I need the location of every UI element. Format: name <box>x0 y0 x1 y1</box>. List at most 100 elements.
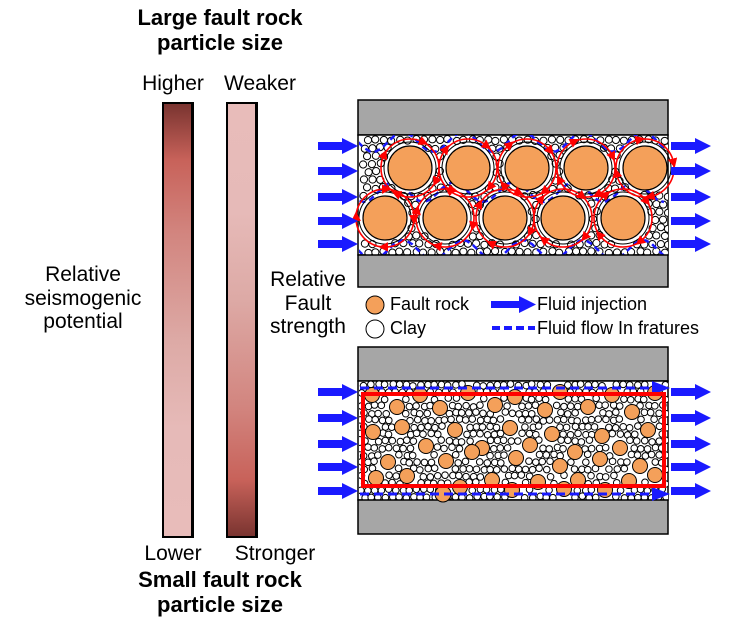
clay-particle <box>632 437 641 445</box>
clay-particle <box>521 409 530 418</box>
fault-rock-particle <box>624 404 640 420</box>
clay-particle <box>660 136 668 146</box>
clay-particle <box>476 429 484 438</box>
clay-halo <box>536 191 590 245</box>
clay-particle <box>574 429 582 438</box>
bottom-title-line1: Small fault rock <box>138 567 302 592</box>
clay-particle <box>514 437 522 445</box>
clay-particle <box>420 458 429 467</box>
clay-particle <box>520 494 529 500</box>
fault-strength-caption-line1: Relative <box>270 268 346 291</box>
fault-rock-particle <box>447 422 463 438</box>
clay-particle <box>468 232 477 241</box>
clay-particle <box>571 422 580 431</box>
clay-particle <box>437 381 446 389</box>
clay-particle <box>377 401 386 410</box>
clay-particle <box>384 443 393 452</box>
clay-particle <box>546 472 555 481</box>
fault-rock-particle <box>563 145 609 191</box>
legend-clay-icon <box>365 319 385 339</box>
clay-particle <box>427 429 436 438</box>
clay-particle <box>620 395 628 403</box>
clay-particle <box>627 450 636 459</box>
clay-particle <box>518 402 526 411</box>
clay-particle <box>364 443 372 451</box>
fault-rock-particle <box>622 145 668 191</box>
clay-particle <box>619 422 628 431</box>
circulation-arrowhead <box>411 205 421 216</box>
clay-particle <box>459 465 467 473</box>
fluid-injection-arrow-left <box>318 483 358 499</box>
circulation-arrowhead <box>469 220 479 231</box>
circulation-arrowhead <box>645 190 656 201</box>
clay-particle <box>611 135 620 145</box>
clay-particle <box>476 401 484 409</box>
clay-particle <box>451 465 460 473</box>
circulation-arrowhead <box>486 240 498 250</box>
fault-rock-particle <box>640 422 656 438</box>
clay-particle <box>457 438 466 446</box>
clay-particle <box>383 143 392 152</box>
clay-particle <box>459 247 468 255</box>
clay-halo <box>500 141 554 195</box>
fault-rock-particle <box>438 453 454 469</box>
clay-particle <box>660 231 668 241</box>
seismogenic-caption-line2: seismogenic <box>24 286 142 310</box>
right-scale-top-label: Weaker <box>224 72 296 95</box>
fluid-injection-arrow-left <box>318 384 358 400</box>
fault-rock-particle <box>482 195 528 241</box>
fault-rock-particle <box>502 420 518 436</box>
clay-particle <box>392 444 401 453</box>
clay-particle <box>371 415 380 424</box>
clay-particle <box>468 415 477 423</box>
circulation-loop <box>415 188 475 248</box>
circulation-arrowhead <box>599 191 611 201</box>
clay-particle <box>370 444 379 452</box>
fault-rock-particle <box>537 402 553 418</box>
clay-particle <box>457 409 466 417</box>
fault-strength-caption-line2: Fault <box>284 291 332 315</box>
clay-particle <box>613 465 622 473</box>
bottom-particle-mixture <box>359 381 668 500</box>
clay-particle <box>419 430 427 438</box>
clay-particle <box>559 415 568 424</box>
clay-particle <box>640 436 649 445</box>
clay-particle <box>409 382 417 390</box>
clay-particle <box>409 437 418 445</box>
clay-particle <box>413 415 422 424</box>
clay-particle <box>493 381 502 389</box>
fault-rock-particle <box>592 451 608 467</box>
clay-particle <box>396 437 405 446</box>
clay-particle <box>479 394 488 403</box>
top-injection-arrows <box>318 138 711 252</box>
clay-particle <box>373 451 382 459</box>
clay-particle <box>467 248 476 255</box>
clay-particle <box>463 430 471 439</box>
clay-particle <box>655 437 664 445</box>
clay-particle <box>500 451 508 459</box>
fault-rock-particle <box>647 467 663 483</box>
legend-clay-label: Clay <box>390 318 427 338</box>
clay-particle <box>466 437 474 445</box>
clay-halo <box>596 191 650 245</box>
clay-particle <box>500 465 509 473</box>
clay-particle <box>426 473 435 481</box>
clay-particle <box>371 151 380 160</box>
clay-particle <box>465 409 473 417</box>
clay-particle <box>484 135 493 144</box>
clay-particle <box>486 451 494 460</box>
clay-particle <box>445 437 454 445</box>
fault-strength-caption: Relative Fault strength <box>258 268 358 339</box>
fault-rock-particle <box>552 458 568 474</box>
clay-particle <box>402 395 410 404</box>
clay-particle <box>433 443 442 451</box>
clay-particle <box>461 457 470 466</box>
fluid-injection-arrow-right <box>671 483 711 499</box>
clay-particle <box>523 248 532 255</box>
clay-particle <box>395 450 403 459</box>
fracture-flow-line <box>359 239 665 255</box>
clay-particle <box>528 465 537 474</box>
clay-particle <box>545 416 554 424</box>
clay-particle <box>592 238 601 248</box>
legend-fault-rock-icon <box>365 295 385 315</box>
